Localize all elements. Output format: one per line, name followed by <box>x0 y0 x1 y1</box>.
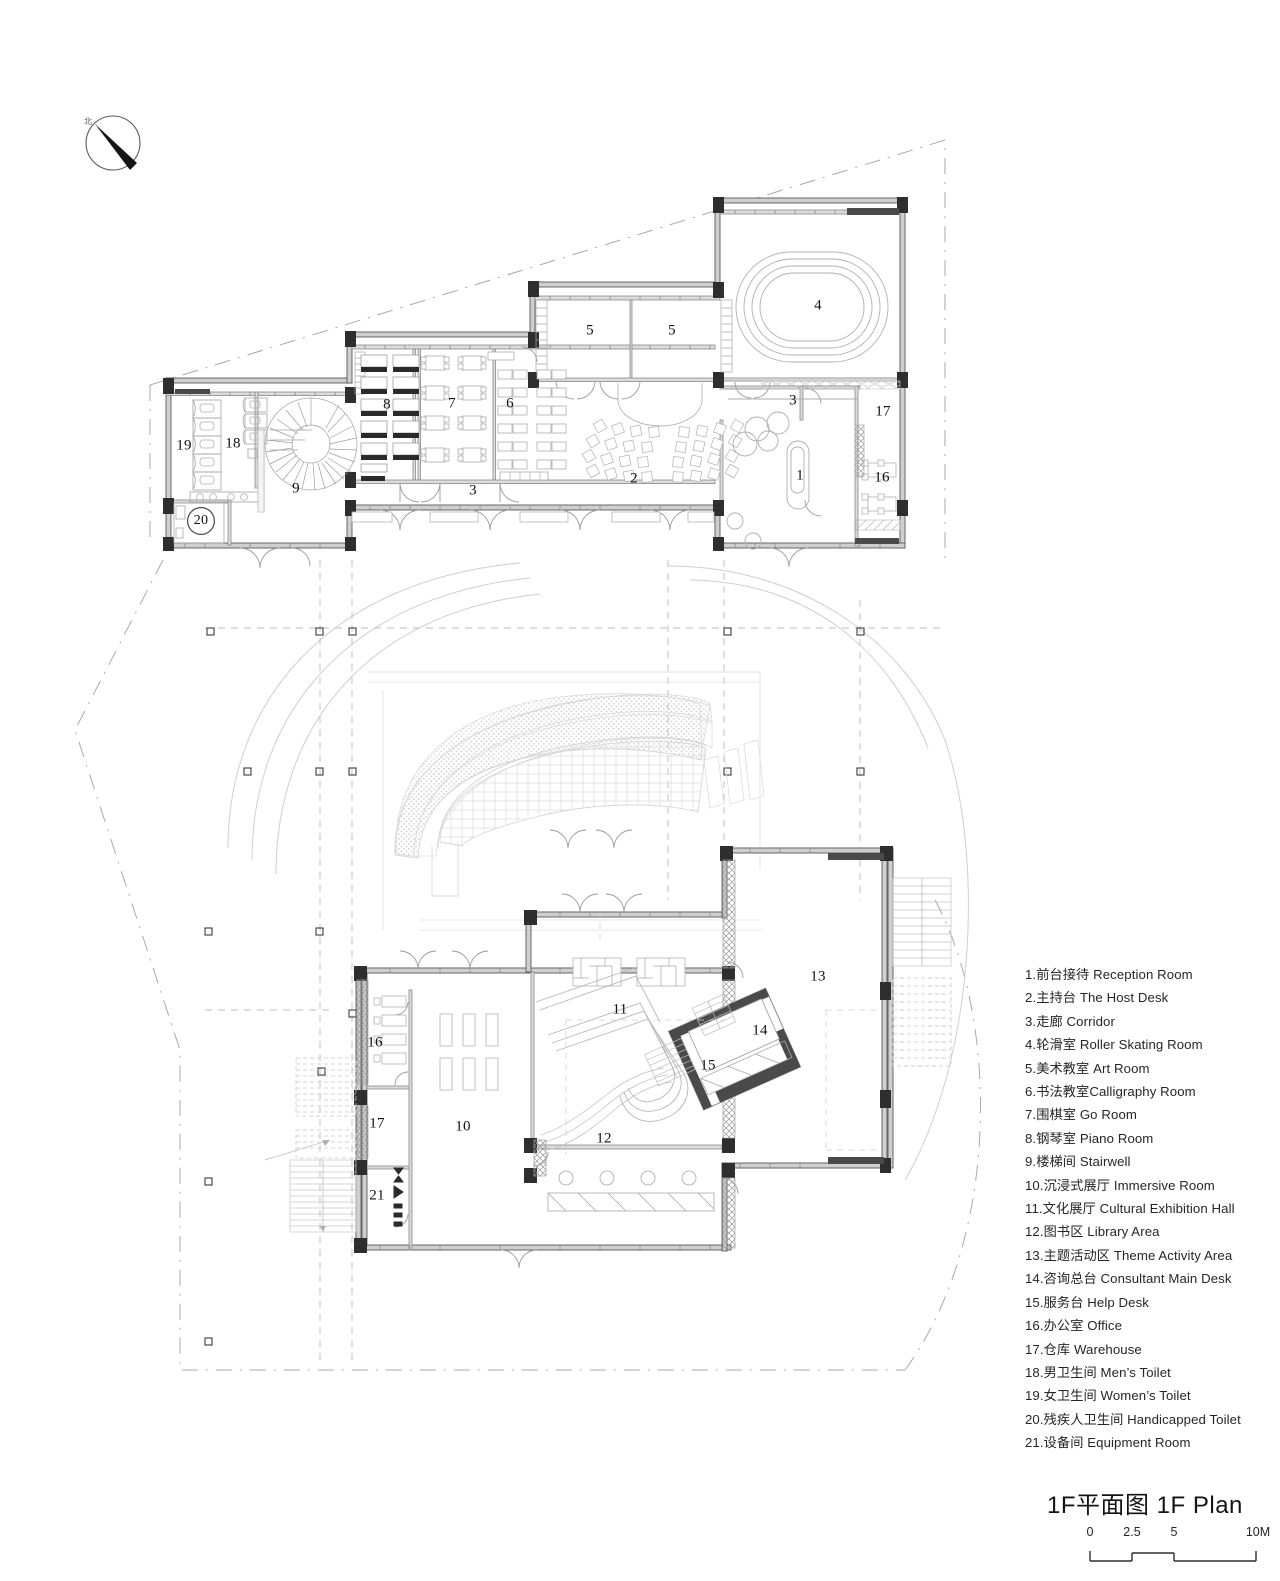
room-legend: 1.前台接待 Reception Room 2.主持台 The Host Desk… <box>1025 963 1275 1455</box>
legend-item-8: 8.钢琴室 Piano Room <box>1025 1130 1154 1146</box>
legend-item-7: 7.围棋室 Go Room <box>1025 1107 1137 1123</box>
south-solid-wall-segments <box>828 853 884 1164</box>
room-number-12: 12 <box>596 1130 612 1147</box>
room-number-4: 4 <box>814 297 822 314</box>
legend-item-12: 12.图书区 Library Area <box>1025 1224 1160 1240</box>
site-grid-dashes <box>205 560 940 1360</box>
south-interior-walls <box>366 971 723 1251</box>
legend-item-11: 11.文化展厅 Cultural Exhibition Hall <box>1025 1201 1235 1217</box>
spiral-staircase <box>257 397 358 513</box>
scale-tick-3: 10M <box>1245 1525 1271 1539</box>
room-number-11: 11 <box>612 1001 628 1018</box>
south-building <box>264 829 952 1269</box>
room-number-13: 13 <box>810 968 826 985</box>
legend-item-6: 6.书法教室Calligraphy Room <box>1025 1084 1196 1100</box>
scale-tick-1: 2.5 <box>1123 1525 1141 1539</box>
structural-columns <box>163 197 908 551</box>
room-number-16: 16 <box>874 469 890 486</box>
west-exterior-stairs <box>264 1057 357 1233</box>
south-door-swings <box>394 829 744 1269</box>
room-number-18: 18 <box>225 435 241 452</box>
room-number-19: 19 <box>176 437 192 454</box>
calligraphy-room-furniture <box>487 351 567 481</box>
library-bench <box>547 1170 715 1212</box>
room-number-17: 17 <box>369 1115 385 1132</box>
lobby-stair <box>644 1037 696 1087</box>
room-number-17: 17 <box>875 403 891 420</box>
courtyard-landscape <box>368 671 765 931</box>
legend-item-15: 15.服务台 Help Desk <box>1025 1294 1149 1310</box>
room-number-16: 16 <box>367 1034 383 1051</box>
scale-tick-0: 0 <box>1086 1525 1094 1539</box>
legend-item-20: 20.残疾人卫生间 Handicapped Toilet <box>1025 1411 1241 1427</box>
page-title: 1F平面图 1F Plan <box>1047 1492 1243 1519</box>
toilet-fixtures <box>189 397 268 503</box>
legend-item-14: 14.咨询总台 Consultant Main Desk <box>1025 1271 1232 1287</box>
room-number-10: 10 <box>455 1118 471 1135</box>
office-furniture-south <box>373 995 407 1065</box>
audience-seating <box>581 418 745 483</box>
lobby-ramp <box>539 1067 673 1151</box>
legend-item-3: 3.走廊 Corridor <box>1025 1013 1115 1029</box>
consultant-desk-group <box>668 987 802 1111</box>
room-number-21: 21 <box>369 1187 385 1204</box>
legend-item-4: 4.轮滑室 Roller Skating Room <box>1025 1037 1203 1053</box>
go-room-furniture <box>420 355 487 463</box>
library-shelving <box>535 967 689 1122</box>
office-furniture-north <box>861 459 897 515</box>
scale-tick-2: 5 <box>1170 1525 1178 1539</box>
scale-bar: 0 2.5 5 10M <box>1086 1525 1271 1571</box>
room-number-2: 2 <box>630 470 638 487</box>
room-number-5: 5 <box>586 322 594 339</box>
room-number-3: 3 <box>469 482 477 499</box>
north-arrow-graphic <box>85 115 141 171</box>
help-desk-counter <box>700 1040 793 1096</box>
room-number-8: 8 <box>383 396 391 413</box>
column-grid-markers <box>204 627 865 1346</box>
site-path-lines <box>227 562 969 1181</box>
room-number-5: 5 <box>668 322 676 339</box>
legend-item-9: 9.楼梯间 Stairwell <box>1025 1154 1131 1170</box>
room-number-1: 1 <box>796 467 804 484</box>
room-number-6: 6 <box>506 395 514 412</box>
equipment-room-fixtures <box>393 1167 404 1227</box>
legend-item-10: 10.沉浸式展厅 Immersive Room <box>1025 1177 1215 1193</box>
room-number-20: 20 <box>187 507 215 535</box>
room-number-9: 9 <box>292 480 300 497</box>
glazing-bands <box>351 299 901 523</box>
solid-wall-segments <box>175 208 899 544</box>
room-number-7: 7 <box>448 395 456 412</box>
scale-bar-graphic <box>1089 1551 1257 1562</box>
site-boundary <box>74 139 981 1371</box>
upper-lobby-stair <box>691 993 737 1037</box>
roller-skating-track <box>735 251 889 363</box>
legend-item-21: 21.设备间 Equipment Room <box>1025 1435 1191 1451</box>
exhibition-display-units <box>572 957 686 987</box>
legend-item-2: 2.主持台 The Host Desk <box>1025 990 1169 1006</box>
legend-item-16: 16.办公室 Office <box>1025 1318 1123 1334</box>
legend-item-1: 1.前台接待 Reception Room <box>1025 967 1193 982</box>
reception-furniture <box>726 398 858 550</box>
south-zone-dashes <box>565 912 880 1155</box>
room-number-3: 3 <box>789 392 797 409</box>
legend-item-5: 5.美术教室 Art Room <box>1025 1060 1150 1076</box>
room-number-14: 14 <box>752 1022 768 1039</box>
legend-item-18: 18.男卫生间 Men’s Toilet <box>1025 1364 1171 1380</box>
piano-room-furniture <box>360 354 420 481</box>
immersive-room-exhibits <box>439 1013 499 1091</box>
theme-area-stair <box>892 877 952 1067</box>
north-direction-label: 北 <box>84 117 92 126</box>
room-number-15: 15 <box>700 1057 716 1074</box>
host-desk-stage <box>617 383 703 427</box>
legend-item-19: 19.女卫生间 Women’s Toilet <box>1025 1388 1191 1404</box>
north-building <box>163 197 908 569</box>
legend-item-13: 13.主题活动区 Theme Activity Area <box>1025 1247 1233 1263</box>
legend-item-17: 17.仓库 Warehouse <box>1025 1341 1142 1357</box>
